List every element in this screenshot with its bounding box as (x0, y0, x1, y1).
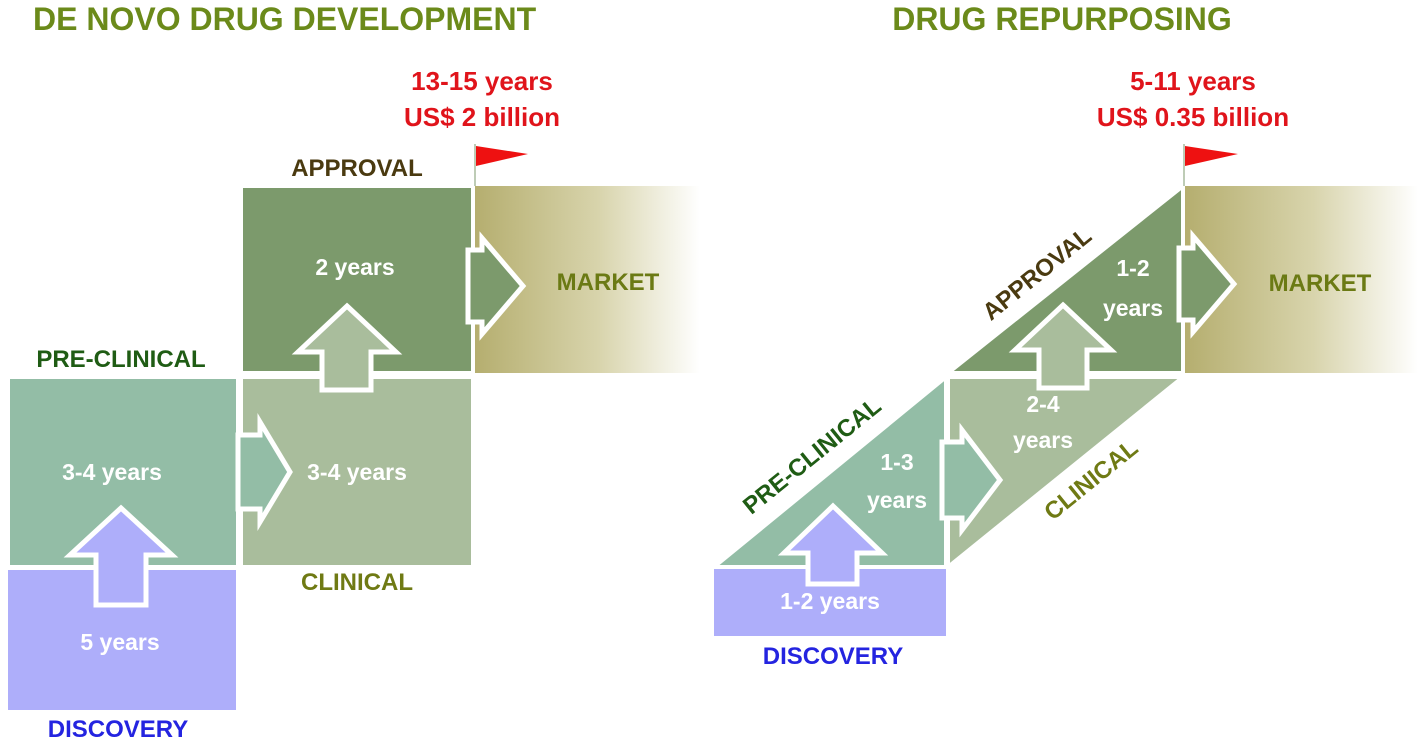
de-novo-arrow-discovery-up (63, 504, 179, 608)
repurposing-clinical-duration-line2: years (1013, 427, 1073, 453)
repurposing-arrow-preclinical-right (939, 422, 1004, 538)
repurposing-total-time: 5-11 years (1130, 66, 1256, 96)
de-novo-market-label: MARKET (557, 269, 660, 296)
de-novo-total-time: 13-15 years (411, 66, 553, 96)
de-novo-discovery-duration: 5 years (80, 629, 159, 655)
de-novo-flag-icon (476, 146, 528, 166)
repurposing-flag-icon (1185, 146, 1238, 166)
repurposing-arrow-approval-right (1176, 229, 1238, 339)
repurposing-title: DRUG REPURPOSING (892, 1, 1232, 37)
repurposing-arrow-discovery-up (777, 502, 889, 587)
repurposing-preclinical-duration-line2: years (867, 487, 927, 513)
de-novo-arrow-preclinical-right (235, 412, 293, 532)
repurposing-clinical-duration-line1: 2-4 (1026, 391, 1059, 417)
de-novo-discovery-label: DISCOVERY (48, 716, 188, 743)
repurposing-total-cost: US$ 0.35 billion (1097, 102, 1289, 132)
repurposing-approval-duration-line2: years (1103, 295, 1163, 321)
repurposing-preclinical-duration-line1: 1-3 (880, 449, 913, 475)
de-novo-clinical-duration: 3-4 years (307, 459, 407, 485)
repurposing-market-label: MARKET (1269, 270, 1372, 297)
de-novo-preclinical-label: PRE-CLINICAL (36, 346, 205, 373)
de-novo-arrow-approval-right (465, 231, 527, 341)
de-novo-clinical-label: CLINICAL (301, 569, 413, 596)
repurposing-discovery-duration: 1-2 years (780, 588, 880, 614)
repurposing-approval-duration-line1: 1-2 (1116, 255, 1149, 281)
repurposing-discovery-label: DISCOVERY (763, 643, 903, 670)
de-novo-preclinical-duration: 3-4 years (62, 459, 162, 485)
de-novo-approval-duration: 2 years (315, 254, 394, 280)
de-novo-approval-label: APPROVAL (291, 155, 423, 182)
de-novo-arrow-clinical-up (291, 302, 403, 393)
de-novo-total-cost: US$ 2 billion (404, 102, 560, 132)
repurposing-arrow-clinical-up (1008, 301, 1118, 391)
de-novo-title: DE NOVO DRUG DEVELOPMENT (33, 1, 537, 37)
